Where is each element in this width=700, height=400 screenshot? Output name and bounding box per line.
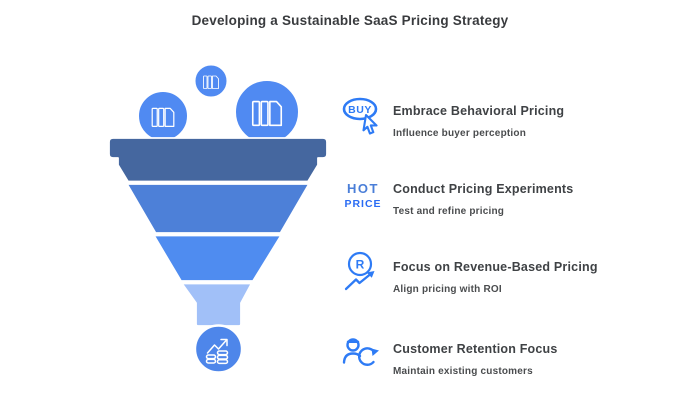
hot-price-icon-bottom: PRICE [344,197,382,210]
customer-refresh-icon [338,330,388,382]
bubble-left [137,90,189,142]
item-embrace-behavioral-pricing: BUY Embrace Behavioral Pricing Influence… [338,92,698,144]
registered-label: R [356,258,365,272]
funnel-svg [108,63,328,374]
item-focus-revenue-based-pricing: R Focus on Revenue-Based Pricing Align p… [338,248,698,300]
growth-coins-icon [205,338,229,365]
item-heading: Embrace Behavioral Pricing [393,104,565,118]
hot-price-icon-top: HOT [347,180,379,196]
item-subtitle: Align pricing with ROI [393,284,502,295]
item-customer-retention-focus: Customer Retention Focus Maintain existi… [338,330,698,382]
bubble-right [234,79,300,145]
registered-growth-icon: R [344,251,375,291]
funnel-segment-2 [126,183,310,234]
funnel-segment-rim [108,137,328,183]
buy-bubble-cursor-icon: BUY [338,92,388,144]
item-conduct-pricing-experiments: HOT PRICE Conduct Pricing Experiments Te… [338,170,698,222]
funnel-segment-4-spout [181,282,253,327]
registered-growth-icon: R [338,248,388,300]
page-title: Developing a Sustainable SaaS Pricing St… [191,13,509,28]
funnel-bottom-circle [193,324,244,374]
item-subtitle: Influence buyer perception [393,128,527,139]
funnel-diagram [90,55,350,400]
bubble-small [193,63,229,99]
hot-price-icon: HOT PRICE [338,170,388,222]
funnel-segment-3 [153,234,282,282]
buy-bubble-cursor-icon: BUY [342,97,378,135]
item-subtitle: Maintain existing customers [393,366,533,377]
item-heading: Focus on Revenue-Based Pricing [393,260,598,274]
funnel-top-bubbles [137,63,300,145]
buy-label: BUY [348,104,372,116]
customer-refresh-icon [342,338,379,366]
item-heading: Conduct Pricing Experiments [393,182,574,196]
item-subtitle: Test and refine pricing [393,206,505,217]
item-heading: Customer Retention Focus [393,342,558,356]
